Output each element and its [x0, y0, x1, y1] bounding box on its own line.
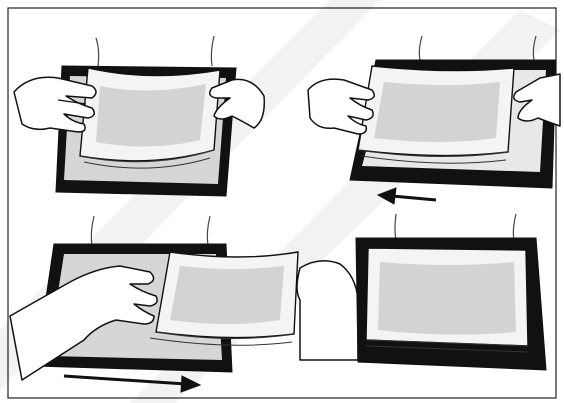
right-hand: [297, 261, 358, 360]
panel-step-2: [308, 36, 560, 204]
wire-left: [96, 38, 99, 66]
wire-left: [395, 214, 396, 240]
left-hand: [308, 79, 374, 134]
wire-right: [211, 36, 214, 66]
panel-step-4: [356, 214, 546, 370]
panel-step-1: [14, 36, 264, 196]
left-hand: [14, 77, 96, 132]
wire-left: [419, 36, 422, 60]
